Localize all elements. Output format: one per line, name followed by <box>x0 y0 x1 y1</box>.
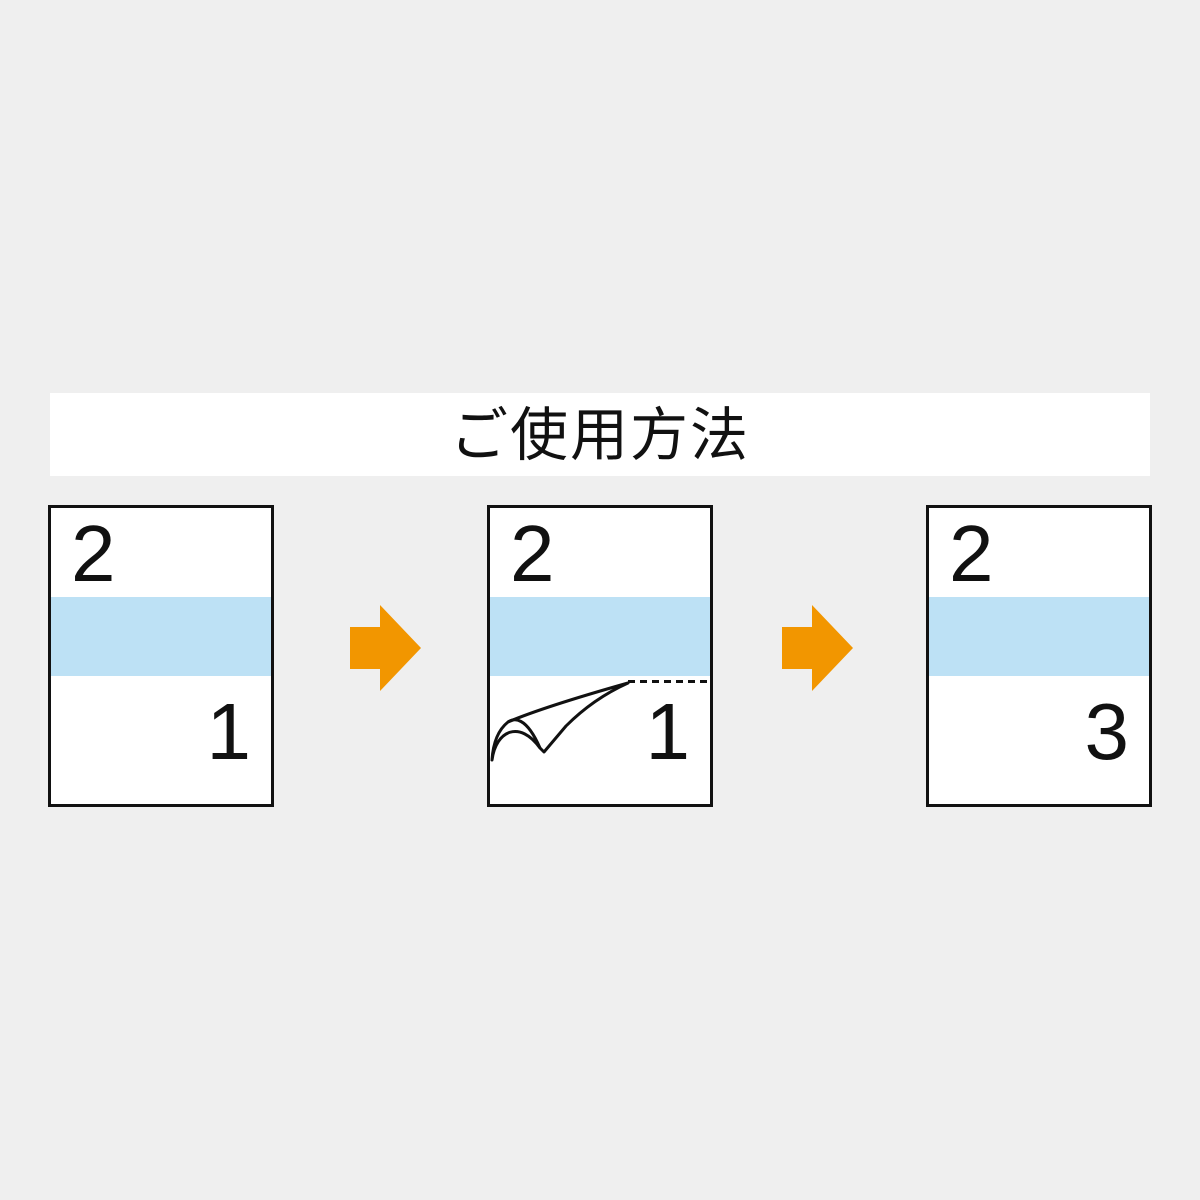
step-3-card: 2 3 <box>926 505 1152 807</box>
step-2-card: 2 1 <box>487 505 713 807</box>
step-3-top-number: 2 <box>949 509 994 598</box>
arrow-right-icon <box>782 605 853 691</box>
step-1-card: 2 1 <box>48 505 274 807</box>
step-1-band <box>51 597 271 676</box>
step-1-top-number: 2 <box>71 509 116 598</box>
page-title: ご使用方法 <box>449 400 750 469</box>
peel-icon <box>490 680 710 762</box>
step-3-bottom-number: 3 <box>1084 687 1130 776</box>
step-2-bottom-number: 1 <box>645 687 691 776</box>
step-3-band <box>929 597 1149 676</box>
title-bar: ご使用方法 <box>50 393 1150 476</box>
step-2-band <box>490 597 710 676</box>
step-2-top-number: 2 <box>510 509 555 598</box>
arrow-right-icon <box>350 605 421 691</box>
step-1-bottom-number: 1 <box>206 687 252 776</box>
